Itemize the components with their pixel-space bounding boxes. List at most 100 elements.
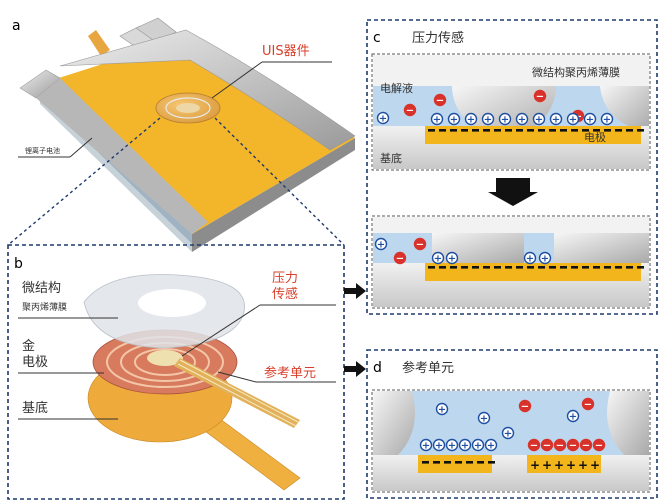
gold-label-1: 金: [22, 338, 35, 354]
press-down-arrow: [488, 178, 538, 206]
electrode-plus-mark: +: [578, 458, 588, 472]
svg-text:+: +: [569, 115, 577, 126]
cation-icon: +: [532, 112, 546, 126]
svg-text:−: −: [406, 106, 414, 117]
substrate-label-c: 基底: [380, 151, 402, 165]
svg-text:+: +: [552, 115, 560, 126]
cation-icon: +: [435, 402, 449, 416]
cation-icon: +: [501, 426, 515, 440]
svg-text:+: +: [433, 115, 441, 126]
cation-icon: +: [515, 112, 529, 126]
electrode-charge-dash: [615, 129, 622, 132]
svg-text:−: −: [584, 400, 592, 411]
reference-charge-dash: [466, 461, 473, 464]
electrode-dashes-pressed: [428, 266, 644, 269]
svg-text:−: −: [536, 92, 544, 103]
panel-c-letter: c: [373, 30, 381, 46]
battery-shell-edge: [36, 78, 208, 234]
electrode-charge-dash: [593, 129, 600, 132]
anion-icon: −: [540, 438, 554, 452]
electrode-charge-dash: [472, 266, 479, 269]
pp-film-strip: [373, 55, 649, 87]
electrode-plus-mark: +: [590, 458, 600, 472]
anion-icon: −: [413, 237, 427, 251]
anion-icon: −: [518, 399, 532, 413]
substrate-label-b: 基底: [22, 400, 48, 416]
electrode-charge-dash: [560, 129, 567, 132]
svg-text:+: +: [569, 412, 577, 423]
electrode-charge-dash: [637, 266, 644, 269]
film-bump-pressed-right: [554, 233, 649, 263]
cation-icon: +: [566, 112, 580, 126]
pressure-center: [147, 350, 183, 366]
electrode-charge-dash: [505, 129, 512, 132]
electrode-label-c: 电极: [584, 130, 606, 144]
pp-film-strip-pressed: [373, 217, 649, 233]
electrode-charge-dash: [472, 129, 479, 132]
svg-text:+: +: [603, 115, 611, 126]
electrode-charge-dash: [604, 266, 611, 269]
svg-text:+: +: [586, 115, 594, 126]
panel-d-frame: [366, 349, 658, 499]
panel-d-letter: d: [373, 360, 382, 376]
electrode-charge-dash: [505, 266, 512, 269]
svg-text:+: +: [434, 254, 442, 265]
panel-c-frame: [366, 19, 658, 315]
electrode-plus-mark: +: [554, 458, 564, 472]
cation-icon: +: [458, 438, 472, 452]
panel-d: d 参考单元 ++++++ +++−+−++++++−−−−−−: [366, 349, 658, 499]
reference-electrode-left: [418, 455, 492, 473]
cation-icon: +: [445, 438, 459, 452]
electrode-charge-dash: [604, 129, 611, 132]
electrode-ring-3: [134, 348, 196, 376]
svg-text:+: +: [467, 115, 475, 126]
cation-icon: +: [583, 112, 597, 126]
electrode-charge-dash: [626, 129, 633, 132]
anion-icon: −: [527, 438, 541, 452]
svg-text:+: +: [435, 441, 443, 452]
electrode-charge-dash: [538, 129, 545, 132]
film-label-1: 微结构: [22, 281, 61, 296]
svg-text:+: +: [474, 441, 482, 452]
cation-icon: +: [447, 112, 461, 126]
electrode-charge-dash: [549, 129, 556, 132]
anion-icon: −: [433, 93, 447, 107]
cation-icon: +: [523, 251, 537, 265]
electrode-charge-dash: [483, 129, 490, 132]
lead-line-2: [177, 363, 297, 427]
battery-layer-side-2: [40, 96, 192, 252]
cation-icon: +: [432, 438, 446, 452]
panel-c: c 压力传感 微结构聚丙烯薄膜 电解液 电极 基底 +−−−−+++++++++…: [366, 19, 658, 315]
electrode-charge-dash: [494, 266, 501, 269]
svg-text:−: −: [436, 96, 444, 107]
svg-text:−: −: [582, 441, 590, 452]
anion-icon: −: [579, 438, 593, 452]
reference-wall-left: [373, 391, 415, 455]
uis-leader-line: [211, 61, 263, 99]
electrolyte-label: 电解液: [380, 81, 413, 95]
svg-text:+: +: [487, 441, 495, 452]
ion-layer-bottom: +−−++++: [374, 237, 552, 265]
svg-text:+: +: [535, 115, 543, 126]
electrode-charge-dash: [494, 129, 501, 132]
ion-layer-reference: +++−+−++++++−−−−−−: [419, 397, 606, 452]
electrode-charge-dash: [582, 266, 589, 269]
pressure-label-2: 传感: [272, 286, 298, 302]
electrode-charge-dash: [527, 129, 534, 132]
panel-b: b 微结构 聚丙烯薄膜 金 电极 基底 压力 传感 参考单元: [7, 244, 345, 500]
electrode-leads: [174, 358, 300, 428]
electrode-charge-dash: [439, 129, 446, 132]
reference-electrode-right: [527, 455, 601, 473]
svg-text:+: +: [422, 441, 430, 452]
film-bump-center: [452, 86, 556, 136]
cation-icon: +: [477, 411, 491, 425]
reference-electrolyte: [373, 391, 649, 455]
electrode-charge-dash: [439, 266, 446, 269]
svg-text:−: −: [530, 441, 538, 452]
reference-electrode-dashes: [422, 461, 495, 464]
reference-charge-dash: [455, 461, 462, 464]
uis-device-label: UIS器件: [262, 44, 310, 59]
reference-charge-dash: [488, 461, 495, 464]
anion-icon: −: [393, 251, 407, 265]
svg-text:+: +: [438, 405, 446, 416]
